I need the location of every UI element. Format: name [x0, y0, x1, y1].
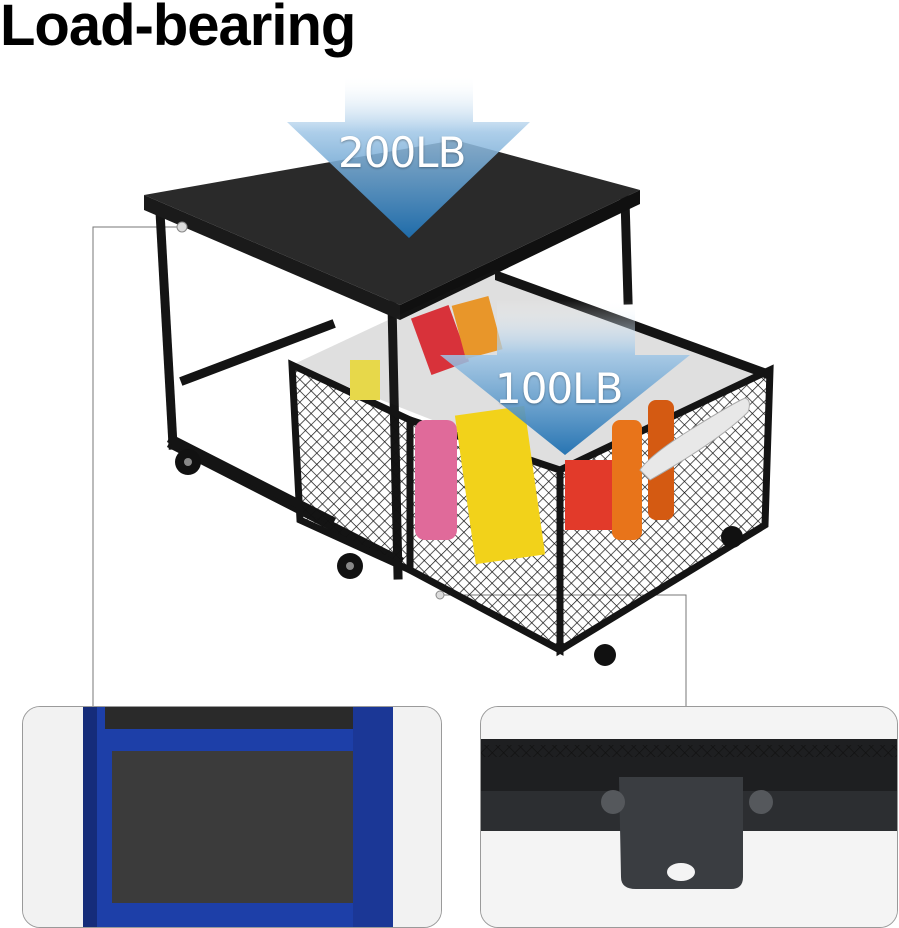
leader-line-left: [92, 226, 182, 706]
top-load-label: 200LB: [338, 128, 466, 177]
detail-panel-frame: [22, 706, 442, 928]
page-title: Load-bearing: [0, 0, 356, 58]
drawer-load-label: 100LB: [495, 364, 623, 413]
load-arrow-top: [287, 75, 530, 238]
tabletop: [144, 140, 640, 320]
caster-wheel-icon: [175, 449, 743, 666]
detail-panel-drawer-rail: [480, 706, 898, 928]
drawer-handle-icon: [639, 397, 750, 481]
frame-bolts: [176, 221, 445, 600]
load-arrow-drawer: [440, 300, 690, 455]
